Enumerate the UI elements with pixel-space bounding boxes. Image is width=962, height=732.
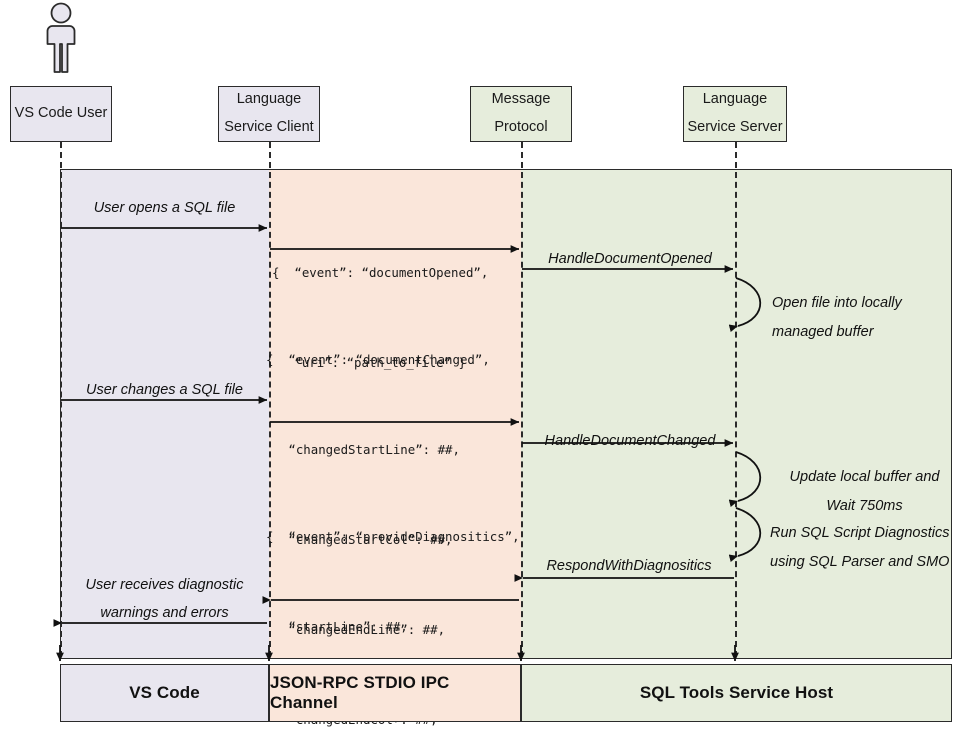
footer-cell-sql-tools-service-host[interactable]: SQL Tools Service Host [521,664,952,722]
footer-label: JSON-RPC STDIO IPC Channel [270,673,450,712]
note-line2: managed buffer [772,324,874,340]
note-line1: Run SQL Script Diagnostics [770,525,950,541]
participant-label-line2: Service Client [224,119,314,135]
participant-label-line1: Message [491,91,551,108]
participant-label-line2: Service Server [687,119,783,135]
message-label-handle-document-opened: HandleDocumentOpened [548,251,712,267]
note-line2: using SQL Parser and SMO [770,554,950,570]
participant-label-line1: VS Code User [14,105,108,122]
note-open-file-buffer: Open file into locally managed buffer [772,289,957,347]
payload-line: “startLine”: ##, [266,619,408,635]
note-line1: Open file into locally [772,295,902,311]
payload-line: “changedStartLine”: ##, [266,442,460,458]
participant-label-line2: Protocol [494,119,548,135]
footer-cell-vs-code[interactable]: VS Code [60,664,269,722]
participant-language-service-client[interactable]: Language Service Client [218,86,320,142]
message-label-line1: User receives diagnostic [85,577,244,593]
message-label-line2: warnings and errors [100,605,229,622]
note-run-diagnostics: Run SQL Script Diagnostics using SQL Par… [770,519,960,577]
message-label-respond-with-diagnositics: RespondWithDiagnositics [546,558,712,574]
person-icon [46,2,76,73]
lifeline-language-service-server [735,142,737,657]
note-update-buffer-wait: Update local buffer and Wait 750ms [772,463,957,521]
footer-label: SQL Tools Service Host [639,683,834,702]
message-label-user-receives-diagnostics: User receives diagnostic warnings and er… [60,571,269,628]
payload-line: { “event”: “provideDiagnositics”, [266,529,520,545]
payload-line: { “event”: “documentOpened”, [272,265,489,281]
participant-language-service-server[interactable]: Language Service Server [683,86,787,142]
payload-line: “changedEndLine”: ##, [266,622,446,638]
lifeline-language-service-client [269,142,271,657]
payload-line: { “event”: “documentChanged”, [266,352,490,368]
message-label-handle-document-changed: HandleDocumentChanged [544,433,716,449]
note-line1: Update local buffer and [789,469,940,485]
message-label-user-changes-sql-file: User changes a SQL file [86,382,243,398]
payload-line: “uri”: “path_to_file” } [272,355,466,371]
payload-line: “changedStartCol”: ##, [266,532,453,548]
participant-label-line1: Language [702,91,768,108]
footer-label: VS Code [129,683,200,702]
note-line2: Wait 750ms [826,498,903,514]
lane-vs-code [60,169,269,659]
lifeline-message-protocol [521,142,523,657]
participant-vs-code-user[interactable]: VS Code User [10,86,112,142]
participant-message-protocol[interactable]: Message Protocol [470,86,572,142]
message-label-user-opens-sql-file: User opens a SQL file [93,200,236,216]
participant-label-line1: Language [236,91,302,108]
payload-document-opened: { “event”: “documentOpened”, “uri”: “pat… [272,198,488,438]
footer-cell-json-rpc-stdio-ipc-channel[interactable]: JSON-RPC STDIO IPC Channel [269,664,521,722]
lane-ipc-channel [269,169,521,659]
